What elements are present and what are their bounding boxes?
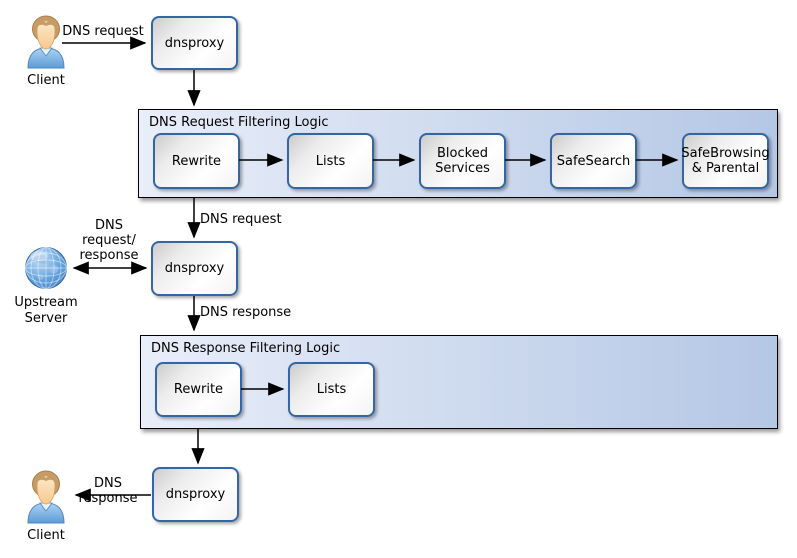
edge-label-dns-response: DNS response [200, 305, 292, 320]
dnsproxy-node-top: dnsproxy [151, 16, 238, 70]
dnsproxy-node-middle: dnsproxy [151, 241, 238, 296]
response-filtering-title: DNS Response Filtering Logic [151, 341, 341, 356]
filter-step-lists: Lists [287, 133, 374, 189]
filter-step-rewrite: Rewrite [153, 133, 240, 189]
client-icon [27, 15, 65, 69]
response-step-rewrite: Rewrite [155, 362, 242, 417]
client-label: Client [27, 528, 65, 543]
client-icon [27, 470, 65, 524]
request-filtering-title: DNS Request Filtering Logic [149, 115, 329, 130]
filter-step-blocked-services: Blocked Services [419, 133, 506, 189]
dnsproxy-node-bottom: dnsproxy [152, 467, 239, 522]
response-step-lists: Lists [288, 362, 375, 417]
edge-label-upstream-exchange: DNS request/ response [79, 218, 139, 263]
upstream-server-label: Upstream Server [14, 295, 78, 326]
upstream-server-icon [25, 247, 67, 289]
client-label: Client [27, 73, 65, 88]
edge-label-client-response: DNS response [78, 476, 138, 506]
response-filtering-container: DNS Response Filtering Logic Rewrite Lis… [140, 335, 778, 429]
filter-step-safebrowsing-parental: SafeBrowsing & Parental [681, 133, 770, 189]
request-filtering-container: DNS Request Filtering Logic Rewrite List… [138, 109, 778, 198]
filter-step-safesearch: SafeSearch [550, 133, 637, 189]
edge-label-filtered-request: DNS request [200, 212, 282, 227]
edge-label-client-request: DNS request [62, 24, 144, 39]
